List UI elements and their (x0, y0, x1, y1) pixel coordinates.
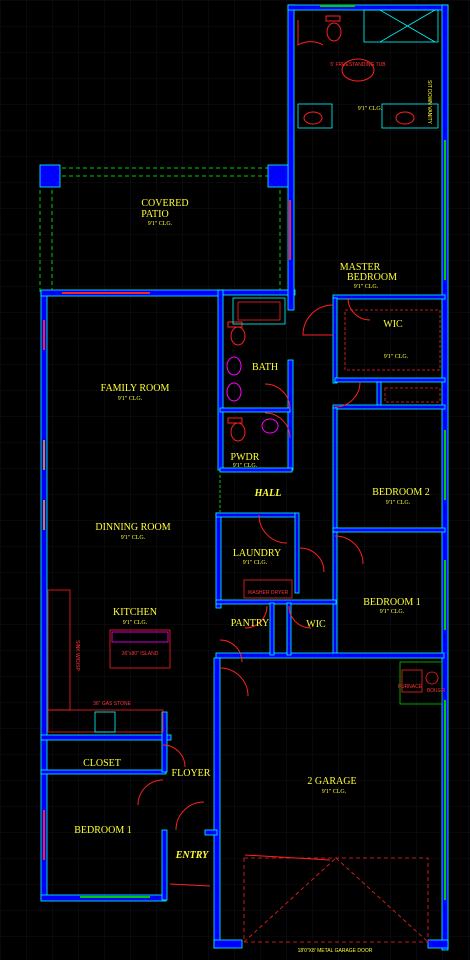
kitchen-cabinets (47, 589, 171, 733)
covered-patio-label-2: PATIO (141, 209, 168, 220)
pwdr-ceiling: 9'1" CLG. (233, 463, 258, 469)
laundry-ceiling: 9'1" CLG. (243, 560, 268, 566)
stove-label: 36" GAS STONE (93, 701, 131, 707)
bedroom-2-ceiling: 9'1" CLG. (386, 500, 411, 506)
master-bedroom-label-2: BEDROOM (347, 272, 397, 283)
fixtures (226, 58, 415, 434)
furnace-label: FURNACE (398, 684, 423, 690)
kitchen-ceiling: 9'1" CLG. (123, 620, 148, 626)
covered-patio-label-1: COVERED (141, 198, 188, 209)
mechanical (399, 661, 443, 705)
garage-door-label: 18'0"X8' METAL GARAGE DOOR (298, 948, 373, 954)
wic-master-ceiling: 9'1" CLG. (384, 354, 409, 360)
wic-hall-label: WIC (306, 619, 326, 630)
doors (137, 20, 371, 887)
master-bedroom-ceiling: 9'1" CLG. (354, 284, 379, 290)
bedroom-1-east-label: BEDROOM 1 (363, 597, 421, 608)
bath-label: BATH (252, 362, 278, 373)
bedroom-1-west-label: BEDROOM 1 (74, 825, 132, 836)
island-label: 36"x80" ISLAND (122, 651, 159, 657)
windows (43, 5, 446, 900)
tub-and-shower (232, 9, 439, 325)
garage-door-diagram (243, 857, 429, 943)
family-room-ceiling: 9'1" CLG. (118, 396, 143, 402)
pwdr-label: PWDR (231, 452, 260, 463)
wic-master-label: WIC (383, 319, 403, 330)
boiler-label: BOILER (427, 688, 446, 694)
toilets (227, 15, 342, 442)
floyer-label: FLOYER (172, 768, 211, 779)
master-bath-ceiling: 9'1" CLG. (358, 106, 383, 112)
kitchen-label: KITCHEN (113, 607, 157, 618)
hall-label: HALL (254, 488, 282, 499)
garage-ceiling: 9'1" CLG. (322, 789, 347, 795)
vanity-label: SIT DOWN VANITY (426, 80, 432, 125)
tub-label: 5' FREESTANDING TUB (330, 62, 386, 68)
closet-label: CLOSET (83, 758, 121, 769)
pantry-label: PANTRY (231, 618, 270, 629)
entry-label: ENTRY (175, 850, 209, 861)
garage-label: 2 GARAGE (307, 776, 356, 787)
dinning-room-label: DINNING ROOM (95, 522, 170, 533)
bedroom-1-east-ceiling: 9'1" CLG. (380, 609, 405, 615)
laundry-appliances (243, 579, 293, 599)
wic-shelving (344, 309, 441, 403)
family-room-label: FAMILY ROOM (101, 383, 170, 394)
sink-label: SINK W/DISP (74, 640, 80, 672)
patio-outline (39, 167, 281, 292)
bedroom-2-label: BEDROOM 2 (372, 487, 430, 498)
laundry-appliances-label: WASHER DRYER (248, 590, 289, 596)
covered-patio-ceiling: 9'1" CLG. (148, 221, 173, 227)
master-bedroom-label-1: MASTER (340, 262, 381, 273)
laundry-label: LAUNDRY (233, 548, 281, 559)
dinning-room-ceiling: 9'1" CLG. (121, 535, 146, 541)
